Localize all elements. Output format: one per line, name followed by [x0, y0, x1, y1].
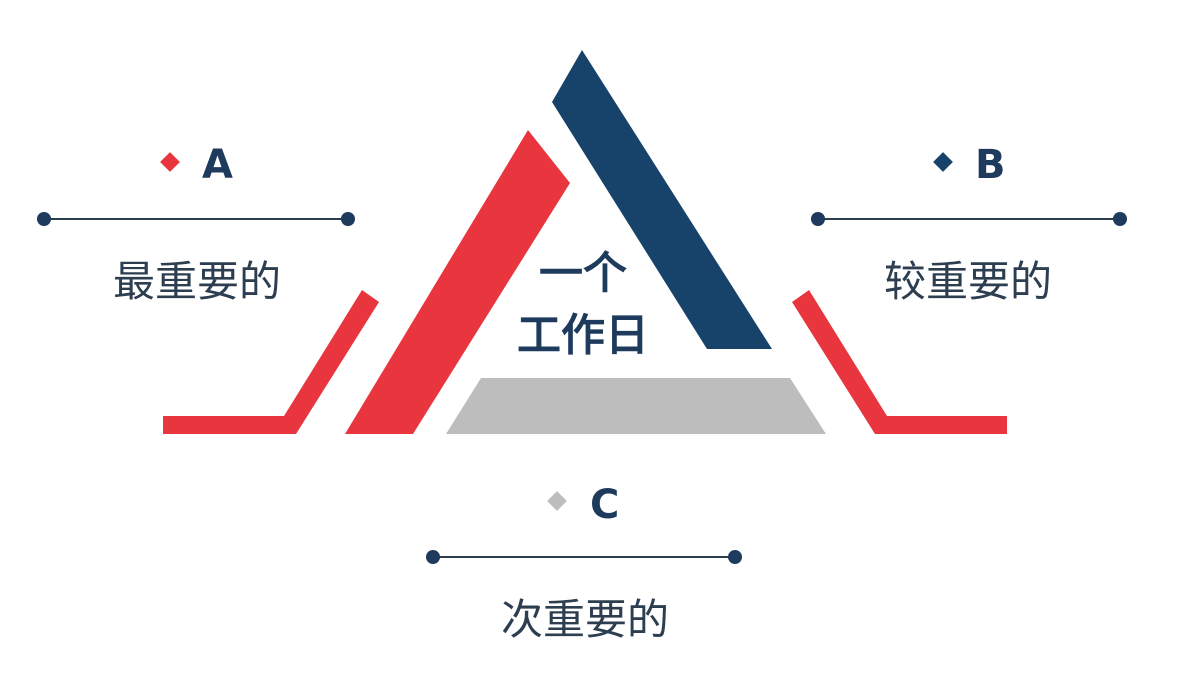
category-c-divider-dot-left — [426, 550, 440, 564]
category-a: A 最重要的 — [37, 142, 355, 306]
center-label-line2: 工作日 — [517, 310, 649, 361]
category-a-description: 最重要的 — [113, 257, 281, 306]
category-c-letter: C — [590, 482, 619, 528]
diamond-marker-icon — [933, 152, 953, 172]
category-a-divider-dot-right — [341, 212, 355, 226]
triangle-right-navy-bar — [552, 50, 772, 349]
triangle-base-gray-bar — [446, 378, 826, 434]
diamond-marker-icon — [547, 491, 567, 511]
right-red-bracket — [792, 290, 1007, 434]
left-red-bracket — [163, 290, 379, 434]
category-a-divider-dot-left — [37, 212, 51, 226]
category-c-divider-dot-right — [728, 550, 742, 564]
category-c: C 次重要的 — [426, 482, 742, 644]
center-label-line1: 一个 — [539, 248, 627, 299]
category-b: B 较重要的 — [811, 142, 1127, 306]
category-a-letter: A — [202, 142, 233, 188]
category-c-description: 次重要的 — [501, 595, 669, 644]
category-b-divider-dot-right — [1113, 212, 1127, 226]
category-b-description: 较重要的 — [884, 257, 1052, 306]
triangle-left-red-bar — [345, 130, 570, 434]
category-b-letter: B — [975, 142, 1006, 188]
diamond-marker-icon — [160, 152, 180, 172]
category-b-divider-dot-left — [811, 212, 825, 226]
